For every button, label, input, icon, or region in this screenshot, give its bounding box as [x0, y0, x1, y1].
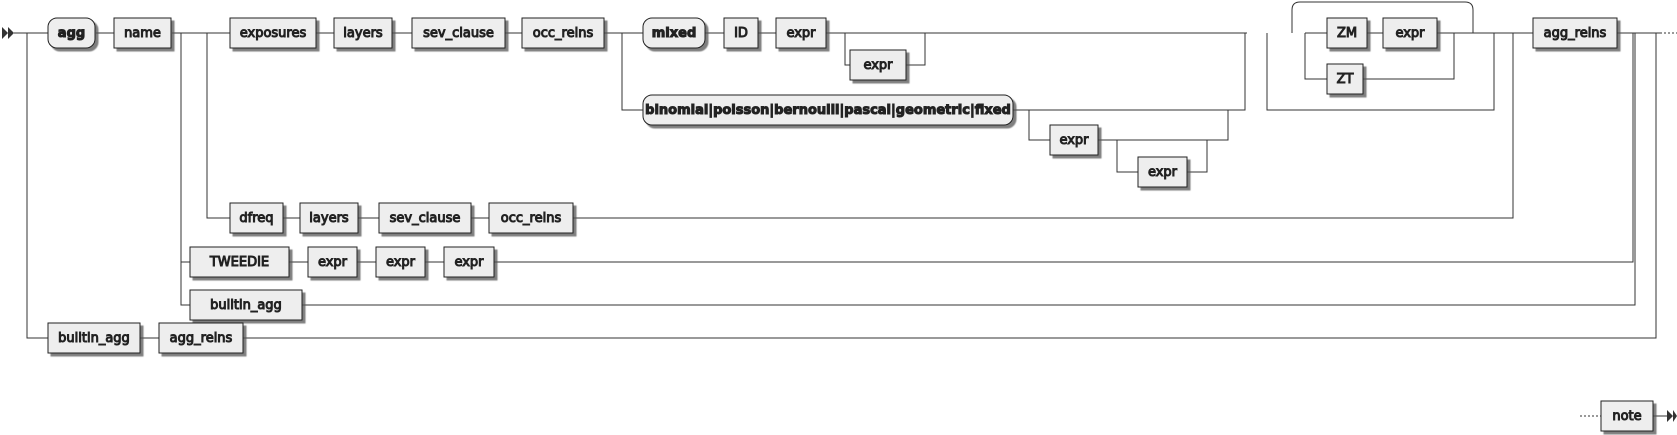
svg-text:ZM: ZM: [1337, 26, 1357, 41]
start-marker-icon: [2, 27, 14, 39]
node-note: note: [1600, 400, 1654, 432]
svg-text:builtin_agg: builtin_agg: [58, 331, 130, 346]
svg-text:expr: expr: [454, 255, 484, 270]
node-tweedie-expr-1: expr: [307, 246, 358, 278]
node-sev-clause: sev_clause: [411, 17, 506, 49]
node-dfreq-layers: layers: [299, 202, 359, 234]
svg-text:mixed: mixed: [652, 26, 697, 41]
keyword-distribution: binomial|poisson|bernoulli|pascal|geomet…: [642, 94, 1014, 126]
node-layers: layers: [333, 17, 393, 49]
node-tweedie-expr-2: expr: [375, 246, 426, 278]
svg-text:ZT: ZT: [1337, 72, 1354, 87]
node-id: ID: [723, 17, 759, 49]
svg-text:expr: expr: [786, 26, 816, 41]
svg-text:agg: agg: [58, 26, 85, 41]
node-alt-builtin-agg: builtin_agg: [47, 322, 141, 354]
svg-text:occ_reins: occ_reins: [533, 26, 594, 41]
node-dist-expr-1: expr: [1049, 124, 1099, 156]
node-zm-expr: expr: [1382, 17, 1438, 49]
svg-text:expr: expr: [1059, 133, 1089, 148]
node-dfreq-sev-clause: sev_clause: [378, 202, 472, 234]
connector-lines: [14, 1, 1677, 417]
svg-text:builtin_agg: builtin_agg: [210, 298, 282, 313]
svg-text:dfreq: dfreq: [239, 211, 273, 226]
node-tweedie: TWEEDIE: [189, 246, 290, 278]
node-agg-reins: agg_reins: [1532, 17, 1618, 49]
svg-text:layers: layers: [309, 211, 349, 226]
node-builtin-agg: builtin_agg: [189, 289, 303, 321]
node-expr-optional: expr: [849, 49, 907, 81]
node-expr: expr: [775, 17, 827, 49]
node-dfreq-occ-reins: occ_reins: [488, 202, 574, 234]
node-occ-reins: occ_reins: [521, 17, 605, 49]
svg-text:exposures: exposures: [240, 26, 307, 41]
node-alt-agg-reins: agg_reins: [158, 322, 244, 354]
end-marker-icon: [1667, 410, 1677, 422]
node-dist-expr-2: expr: [1137, 156, 1188, 188]
svg-text:ID: ID: [734, 26, 748, 41]
svg-text:name: name: [124, 26, 161, 41]
keyword-mixed: mixed: [642, 17, 706, 49]
svg-text:expr: expr: [863, 58, 893, 73]
svg-text:expr: expr: [1395, 26, 1425, 41]
node-exposures: exposures: [229, 17, 317, 49]
node-name: name: [113, 17, 172, 49]
svg-text:binomial|poisson|bernoulli|pas: binomial|poisson|bernoulli|pascal|geomet…: [645, 103, 1011, 118]
svg-text:occ_reins: occ_reins: [501, 211, 562, 226]
svg-text:layers: layers: [343, 26, 383, 41]
keyword-agg: agg: [47, 17, 96, 49]
svg-text:agg_reins: agg_reins: [170, 331, 233, 346]
svg-text:sev_clause: sev_clause: [390, 211, 461, 226]
node-zt: ZT: [1326, 63, 1364, 95]
svg-text:note: note: [1612, 409, 1641, 424]
svg-text:expr: expr: [1148, 165, 1178, 180]
svg-text:expr: expr: [386, 255, 416, 270]
svg-text:sev_clause: sev_clause: [423, 26, 494, 41]
svg-text:expr: expr: [318, 255, 348, 270]
svg-text:agg_reins: agg_reins: [1544, 26, 1607, 41]
node-dfreq: dfreq: [229, 202, 284, 234]
node-zm: ZM: [1326, 17, 1368, 49]
svg-text:TWEEDIE: TWEEDIE: [209, 255, 269, 270]
node-tweedie-expr-3: expr: [443, 246, 495, 278]
